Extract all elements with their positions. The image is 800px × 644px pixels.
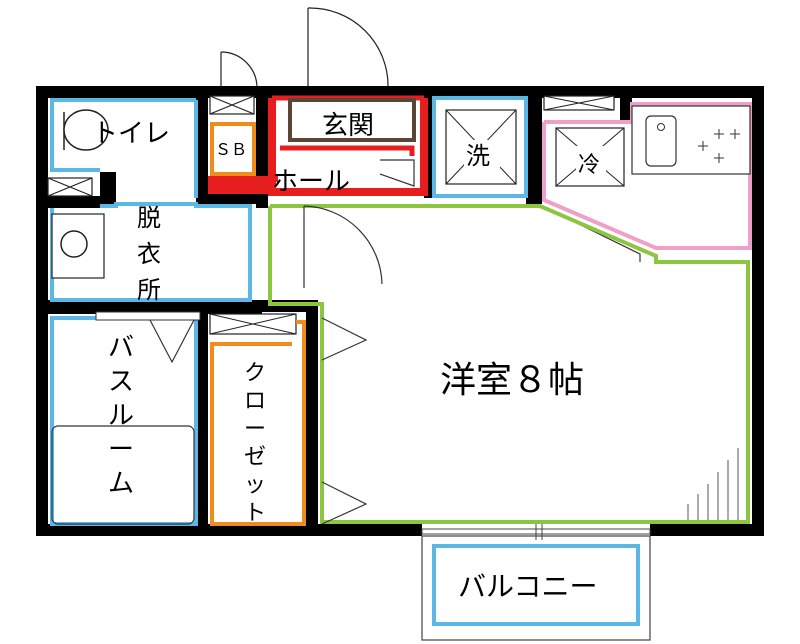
bathroom-label-2: ス (108, 367, 134, 397)
closet-label-3: ー (244, 417, 266, 442)
dressing-label-3: 所 (137, 276, 161, 304)
kitchen: 冷 (541, 95, 752, 262)
bathroom: バ ス ル ー ム (50, 311, 201, 526)
storage-box-left (47, 177, 93, 197)
entrance: 玄関 (288, 98, 416, 142)
inner-walls (36, 86, 632, 536)
washer-space: 洗 (432, 96, 528, 198)
entrance-door-swing (307, 7, 389, 90)
hall-label: ホール (272, 167, 350, 197)
closet-label-5: ッ (244, 473, 266, 498)
room-door-swing (303, 205, 383, 288)
closet-label-6: ト (244, 501, 266, 526)
closet: ク ロ ー ゼ ッ ト (209, 313, 306, 526)
sb-door-swing (220, 51, 258, 90)
closet-label-2: ロ (244, 389, 266, 414)
toilet-label: トイレ (92, 119, 170, 149)
closet-door-swings (321, 317, 368, 525)
stove-icon (698, 129, 740, 163)
fridge-label: 冷 (578, 153, 600, 178)
western-room-label: 洋室８帖 (440, 360, 584, 401)
entrance-label: 玄関 (322, 111, 374, 141)
window-hatch (687, 448, 739, 520)
washer-label: 洗 (466, 142, 490, 170)
sink-icon (645, 115, 677, 167)
balcony-label: バルコニー (458, 570, 597, 603)
dressing-label-1: 脱 (137, 204, 161, 232)
balcony: バルコニー (421, 535, 651, 641)
bathroom-label-3: ル (108, 401, 134, 431)
dressing-label-2: 衣 (137, 240, 161, 268)
bathroom-label-5: ム (108, 469, 134, 499)
toilet-bowl-icon (63, 109, 109, 151)
closet-label-4: ゼ (244, 445, 266, 470)
western-room: 洋室８帖 (268, 204, 750, 525)
bathroom-label-4: ー (108, 435, 134, 465)
toilet-room: トイレ (50, 98, 198, 198)
bathroom-label-1: バ (108, 333, 134, 363)
sb-label: ＳＢ (215, 140, 247, 159)
dressing-room: 脱 衣 所 (50, 202, 252, 304)
washbasin-icon (51, 213, 105, 279)
closet-label-1: ク (244, 361, 266, 386)
